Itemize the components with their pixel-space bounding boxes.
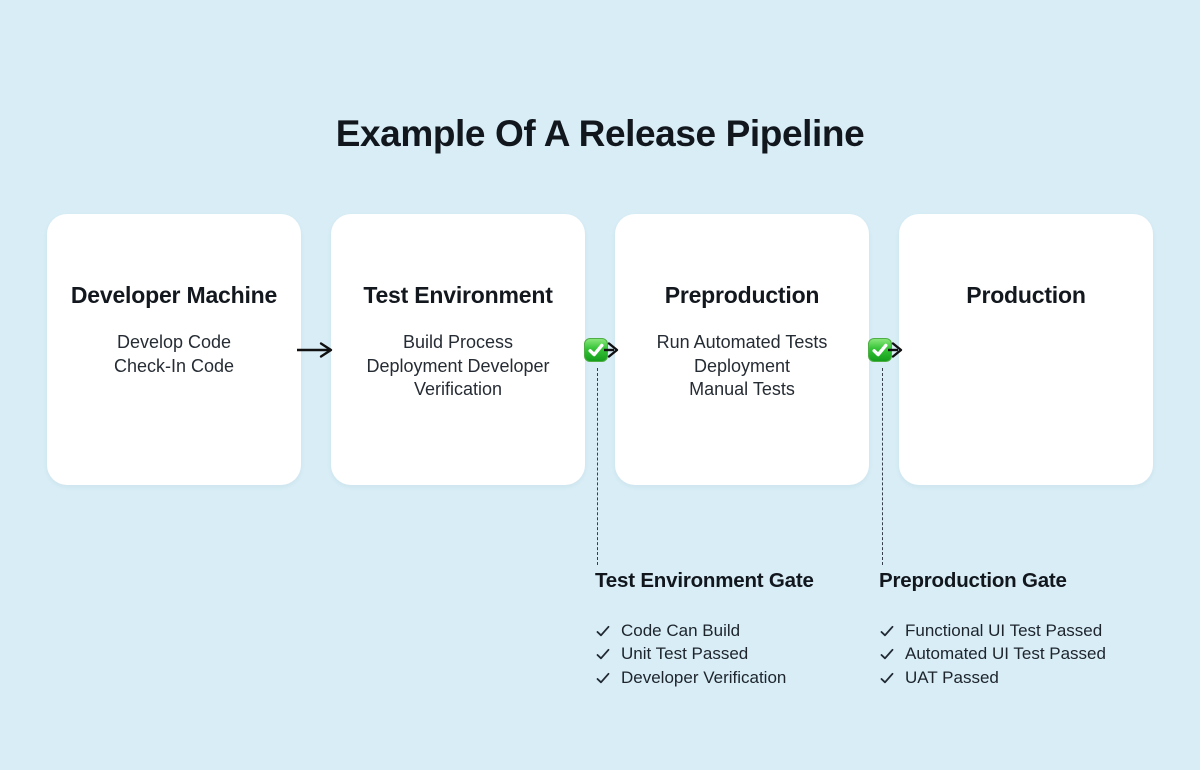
card-title: Preproduction [664,282,820,308]
card-title: Test Environment [363,282,553,308]
check-icon [596,649,610,660]
arrowhead-right-icon [888,342,903,358]
gate-checklist: Code Can Build Unit Test Passed Develope… [595,619,814,690]
stage-card-preproduction: Preproduction Run Automated Tests Deploy… [615,214,869,485]
gate-item-label: UAT Passed [905,667,999,687]
card-body: Develop Code Check-In Code [114,331,234,378]
card-body: Build Process Deployment Developer Verif… [366,331,549,402]
stage-card-test-environment: Test Environment Build Process Deploymen… [331,214,585,485]
card-line: Deployment [693,355,791,376]
card-line: Deployment Developer [366,355,550,376]
green-check-icon [868,338,892,362]
gate-item-label: Code Can Build [621,620,741,640]
card-line: Run Automated Tests [656,332,828,352]
card-body: Run Automated Tests Deployment Manual Te… [657,331,828,402]
gate-checklist-item: Developer Verification [595,666,814,690]
gate-checklist-item: Code Can Build [595,619,814,643]
gate-preproduction: Preproduction Gate Functional UI Test Pa… [879,569,1106,690]
card-line: Build Process [402,332,514,352]
gate-title: Test Environment Gate [595,569,814,592]
check-icon [596,672,610,683]
gate-dashed-line [597,368,598,565]
card-line: Check-In Code [113,355,235,376]
gate-checklist-item: Unit Test Passed [595,643,814,667]
gate-checklist: Functional UI Test Passed Automated UI T… [879,619,1106,690]
gate-item-label: Unit Test Passed [621,644,749,664]
check-icon [880,672,894,683]
gate-item-label: Functional UI Test Passed [905,620,1103,640]
card-line: Verification [413,379,503,399]
gate-title: Preproduction Gate [879,569,1067,592]
gate-item-label: Developer Verification [621,667,787,687]
card-line: Manual Tests [689,379,795,399]
card-line: Develop Code [116,332,232,352]
diagram-title: Example Of A Release Pipeline [335,112,865,154]
card-title: Developer Machine [70,282,278,308]
gate-item-label: Automated UI Test Passed [905,644,1106,664]
check-icon [596,625,610,636]
stage-card-production: Production [899,214,1153,485]
gate-checklist-item: Automated UI Test Passed [879,643,1106,667]
gate-dashed-line [882,368,883,565]
arrowhead-right-icon [604,342,619,358]
stage-card-developer-machine: Developer Machine Develop Code Check-In … [47,214,301,485]
gate-checklist-item: Functional UI Test Passed [879,619,1106,643]
check-icon [880,625,894,636]
gate-checklist-item: UAT Passed [879,666,1106,690]
arrow-right-icon [297,342,333,358]
gate-test-environment: Test Environment Gate Code Can Build Uni… [595,569,814,690]
card-title: Production [966,282,1086,308]
check-icon [880,649,894,660]
